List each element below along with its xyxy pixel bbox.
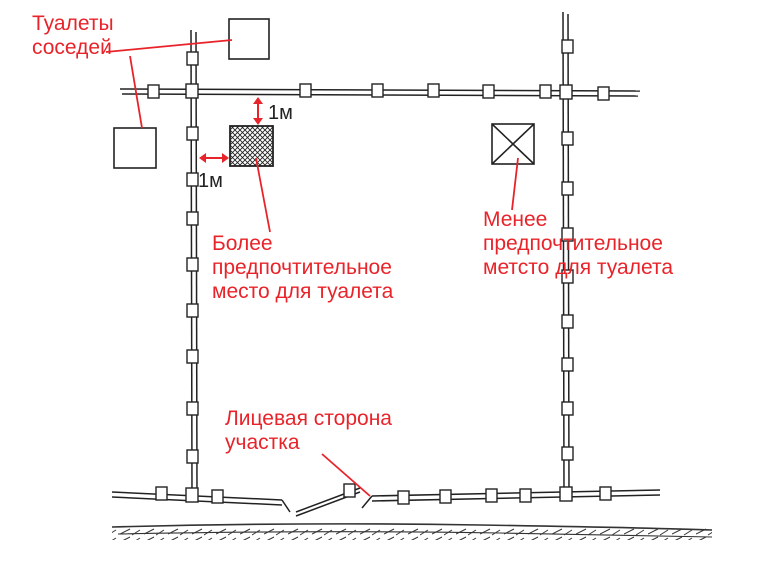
label-line: соседей — [32, 36, 112, 59]
preferred-place-label: Более предпочтительное место для туалета — [212, 232, 393, 304]
fence-posts — [147, 39, 612, 505]
fence-post — [186, 126, 199, 141]
fence-post — [561, 227, 574, 242]
fence-post — [185, 83, 199, 99]
label-line: место для туалета — [212, 280, 394, 303]
fence-post — [561, 131, 574, 146]
fence-post — [519, 488, 532, 503]
fence-post — [427, 83, 440, 98]
fence-post — [561, 39, 574, 54]
label-line: Лицевая сторона — [225, 407, 392, 430]
fence-post — [147, 84, 160, 99]
fence-post — [597, 86, 610, 101]
label-line: предпочтительное — [212, 256, 392, 279]
ground-line — [111, 523, 713, 540]
fence-post — [482, 84, 495, 99]
label-line: участка — [225, 431, 300, 454]
label-line: предпочтительное — [483, 232, 663, 255]
fence-post — [539, 84, 552, 99]
less-preferred-place-label: Менее предпочтительное метсто для туалет… — [483, 208, 673, 280]
leader-line — [255, 157, 271, 233]
leader-line — [511, 157, 519, 211]
label-line: Менее — [483, 208, 548, 231]
leader-line — [321, 453, 371, 497]
fence-post — [155, 486, 168, 501]
fence-post — [561, 401, 574, 416]
fence-post — [439, 489, 452, 504]
fence-post — [561, 181, 574, 196]
fence-post — [561, 314, 574, 329]
fence-post — [559, 486, 573, 502]
label-line: Более — [212, 232, 273, 255]
fence-post — [485, 488, 498, 503]
neighbors-toilets-label: Туалеты соседей — [32, 12, 114, 60]
fence-post — [371, 83, 384, 98]
label-line: метсто для туалета — [483, 256, 674, 279]
fence-post — [299, 83, 312, 98]
fence-post — [599, 486, 612, 501]
leader-line — [129, 55, 143, 129]
leader-lines — [105, 39, 519, 497]
neighbor-toilet — [113, 127, 157, 169]
less-preferred-toilet-symbol — [491, 123, 535, 165]
fence-post — [186, 349, 199, 364]
fence-post — [185, 487, 199, 503]
fence-post — [186, 257, 199, 272]
fence-post — [561, 269, 574, 284]
fence-post — [186, 303, 199, 318]
fence-post — [561, 357, 574, 372]
label-line: Туалеты — [32, 12, 114, 35]
front-side-label: Лицевая сторона участка — [225, 407, 392, 455]
fence-post — [186, 449, 199, 464]
fence-post — [186, 51, 199, 66]
fence-post — [186, 211, 199, 226]
preferred-toilet-symbol — [229, 125, 274, 167]
fence-post — [186, 172, 199, 187]
fence-post — [559, 84, 573, 100]
distance-to-top-fence-label: 1м — [268, 102, 293, 124]
fence-post — [561, 446, 574, 461]
fence-post — [211, 489, 224, 504]
fence-post — [186, 401, 199, 416]
dimension-arrows — [199, 97, 263, 163]
fence-post — [343, 483, 356, 498]
distance-to-left-fence-label: 1м — [198, 170, 223, 192]
fence-post — [397, 490, 410, 505]
neighbor-toilet — [228, 18, 270, 60]
neighbor-toilets — [113, 18, 270, 169]
leader-line — [105, 39, 233, 53]
